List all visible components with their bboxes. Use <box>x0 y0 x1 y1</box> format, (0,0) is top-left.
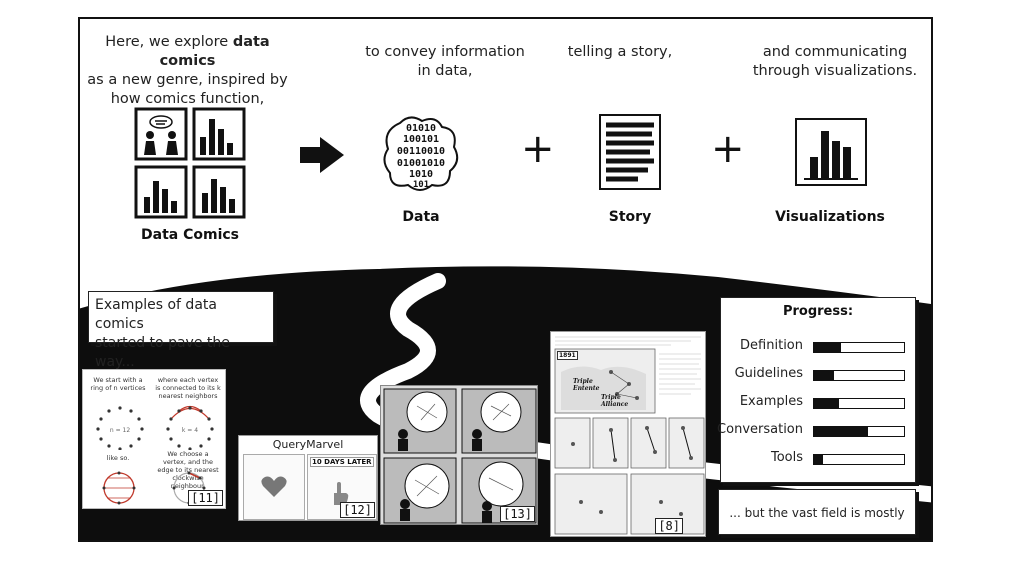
examples-callout: Examples of data comics started to pave … <box>88 291 274 370</box>
progress-title: Progress: <box>782 304 854 319</box>
n-label: n = 12 <box>110 427 130 434</box>
progress-bar <box>813 426 905 437</box>
map-label-entente: Triple Entente <box>573 378 600 392</box>
comic-panels-13 <box>383 388 537 524</box>
example11-text4: We choose a vertex, and the edge to its … <box>157 450 219 490</box>
data-bits-line2: 100101 <box>403 134 439 145</box>
comm-line2: through visualizations. <box>752 63 918 79</box>
progress-label: Definition <box>740 338 803 353</box>
qm-panel-1 <box>243 454 305 520</box>
ring-diagram-1: n = 12 <box>96 406 144 450</box>
story-caption: telling a story, <box>567 44 673 60</box>
progress-label: Tools <box>770 450 803 465</box>
progress-label: Examples <box>739 394 803 409</box>
progress-bar <box>813 342 905 353</box>
ref-11: [11] <box>188 490 223 506</box>
data-cloud-icon: 01010 100101 00110010 01001010 1010 101 <box>383 116 459 191</box>
progress-row-tools: Tools <box>721 450 915 470</box>
data-bits-line1: 01010 <box>406 123 436 134</box>
querymarvel-title: QueryMarvel <box>272 438 344 451</box>
intro-caption: Here, we explore data comics as a new ge… <box>80 33 295 109</box>
progress-bar <box>813 454 905 465</box>
data-comics-icon <box>134 107 246 219</box>
progress-bar-fill <box>814 455 823 464</box>
ref-8: [8] <box>655 518 683 534</box>
progress-bar-fill <box>814 343 841 352</box>
example11-text2: where each vertex is connected to its k … <box>155 376 221 400</box>
map-label-alliance: Triple Alliance <box>601 394 629 408</box>
visualization-icon <box>795 118 867 186</box>
hand-pointer-icon <box>334 482 349 505</box>
progress-row-conversation: Conversation <box>717 422 915 442</box>
data-bits-line5: 1010 <box>409 169 433 180</box>
k-label: k = 4 <box>182 427 198 434</box>
example-thumbnail-12: QueryMarvel 10 DAYS LATER [12] <box>238 435 378 521</box>
intro-bold: data comics <box>159 34 270 69</box>
heart-icon <box>261 476 287 497</box>
examples-line1: Examples of data comics <box>95 297 217 332</box>
progress-bar <box>813 398 905 409</box>
example11-text3: like so. <box>106 454 130 462</box>
example11-text1: We start with a ring of n vertices <box>90 376 146 392</box>
diagram-frame: Here, we explore data comics as a new ge… <box>78 17 933 542</box>
examples-line2: started to pave the way... <box>95 335 230 370</box>
convey-line2: in data, <box>417 63 473 79</box>
data-bits-line4: 01001010 <box>397 158 445 169</box>
ring-diagram-2: k = 4 <box>166 405 214 450</box>
plus-icon-2: + <box>711 126 745 172</box>
data-bits-line6: 101 <box>413 180 429 190</box>
arrow-icon <box>300 137 344 173</box>
example-thumbnail-11: We start with a ring of n vertices where… <box>82 369 226 509</box>
intro-line2: as a new genre, inspired by <box>87 72 288 88</box>
ring-diagram-3 <box>102 471 136 505</box>
comm-line1: and communicating <box>762 44 908 60</box>
progress-row-examples: Examples <box>721 394 915 414</box>
label-data: Data <box>402 209 440 225</box>
progress-bar-fill <box>814 371 834 380</box>
convey-line1: to convey information <box>365 44 525 60</box>
ref-12: [12] <box>340 502 375 518</box>
intro-line3: how comics function, <box>110 91 265 107</box>
label-visualizations: Visualizations <box>775 209 885 225</box>
map-year-label: 1891 <box>557 351 578 360</box>
map-comic-8 <box>554 336 705 535</box>
progress-bar-fill <box>814 427 868 436</box>
example-thumbnail-13: [13] <box>380 385 538 525</box>
data-bits-line3: 00110010 <box>397 146 445 157</box>
label-story: Story <box>608 209 652 225</box>
story-icon <box>599 114 661 190</box>
communicating-caption: and communicating through visualizations… <box>740 43 930 81</box>
progress-label: Guidelines <box>734 366 803 381</box>
progress-row-definition: Definition <box>721 338 915 358</box>
intro-line1: Here, we explore <box>105 34 233 50</box>
plus-icon: + <box>521 126 555 172</box>
ref-13: [13] <box>500 506 535 522</box>
progress-label: Conversation <box>717 422 803 437</box>
example-thumbnail-8: 1891 Triple Entente Triple Alliance [8] <box>550 331 706 537</box>
progress-bar <box>813 370 905 381</box>
qm-panel2-caption: 10 DAYS LATER <box>310 457 374 467</box>
convey-caption: to convey information in data, <box>340 43 550 81</box>
label-data-comics: Data Comics <box>141 227 239 243</box>
progress-bar-fill <box>814 399 840 408</box>
empty-field-callout: ... but the vast field is mostly empty. <box>718 489 916 535</box>
progress-row-guidelines: Guidelines <box>721 366 915 386</box>
